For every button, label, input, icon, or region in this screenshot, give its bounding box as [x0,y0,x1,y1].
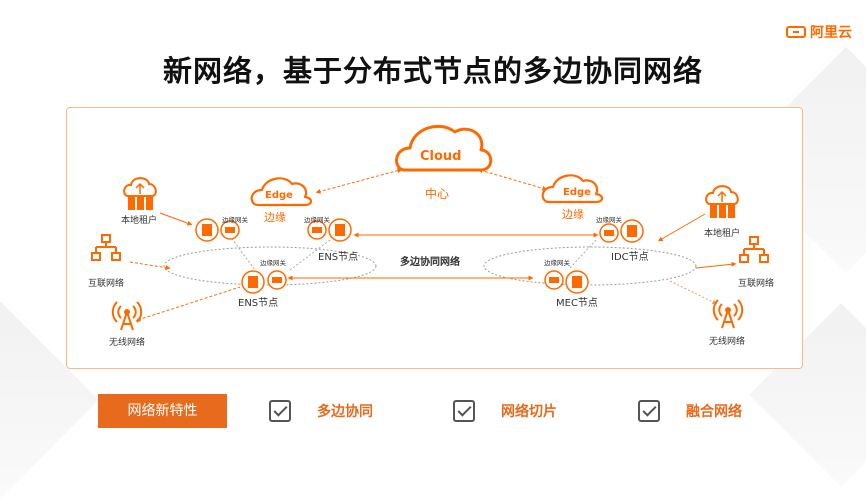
brand-logo-text: 阿里云 [810,25,852,41]
wireless-tower-icon [712,299,744,329]
server-icon [307,218,352,242]
diagram-frame [66,107,803,369]
server-icon [544,270,589,294]
left-node-ellipse [163,246,377,286]
gateway-label: 边缘网关 [544,259,570,267]
edge-label-right: 边缘 [562,208,584,221]
right-internet-label: 互联网络 [738,279,775,289]
left-wireless-label: 无线网络 [109,338,146,348]
feature-item: 网络切片 [453,400,557,422]
right-wireless-label: 无线网络 [709,337,746,347]
collab-network-label: 多边协同网络 [400,257,460,268]
tenant-icon [123,177,157,210]
center-label: 中心 [425,187,450,201]
connections [129,168,737,322]
internet-network-icon [739,236,769,263]
checkbox-icon [453,400,475,422]
gateway-label: 边缘网关 [304,216,330,224]
cloud-icon [395,124,493,172]
edge-word-right: Edge [563,187,591,198]
right-tenant-label: 本地租户 [704,229,741,239]
wireless-tower-icon [111,301,143,331]
checkbox-icon [638,400,660,422]
network-diagram [91,124,769,331]
page-title: 新网络，基于分布式节点的多边协同网络 [162,54,703,88]
internet-network-icon [91,234,121,261]
server-icon [195,218,240,242]
ens-node-bottom-label: ENS节点 [238,298,279,309]
feature-item: 融合网络 [638,400,742,422]
server-icon [241,270,287,294]
edge-cloud-icon [250,177,313,207]
idc-node-label: IDC节点 [611,252,649,263]
brand-logo: 阿里云 [786,22,852,42]
gateway-label: 边缘网关 [260,259,286,267]
features-bar: 网络新特性 多边协同 网络切片 融合网络 [98,394,758,428]
edge-cloud-icon [541,174,604,204]
checkbox-icon [269,400,291,422]
gateway-label: 边缘网关 [222,216,248,224]
features-header: 网络新特性 [98,394,227,428]
ens-node-top-label: ENS节点 [318,252,359,263]
feature-label: 融合网络 [686,404,742,420]
tenant-icon [705,185,739,218]
cloud-word: Cloud [420,149,462,164]
server-icon [599,219,644,243]
left-tenant-label: 本地租户 [121,216,158,226]
feature-label: 多边协同 [317,404,373,420]
edge-label-left: 边缘 [264,211,286,224]
feature-item: 多边协同 [269,400,373,422]
feature-label: 网络切片 [501,404,557,420]
edge-word-left: Edge [265,190,293,201]
left-internet-label: 互联网络 [88,279,125,289]
right-node-ellipse [483,246,697,286]
aliyun-logo-icon [786,26,806,38]
mec-node-label: MEC节点 [556,298,598,309]
gateway-label: 边缘网关 [596,216,622,224]
